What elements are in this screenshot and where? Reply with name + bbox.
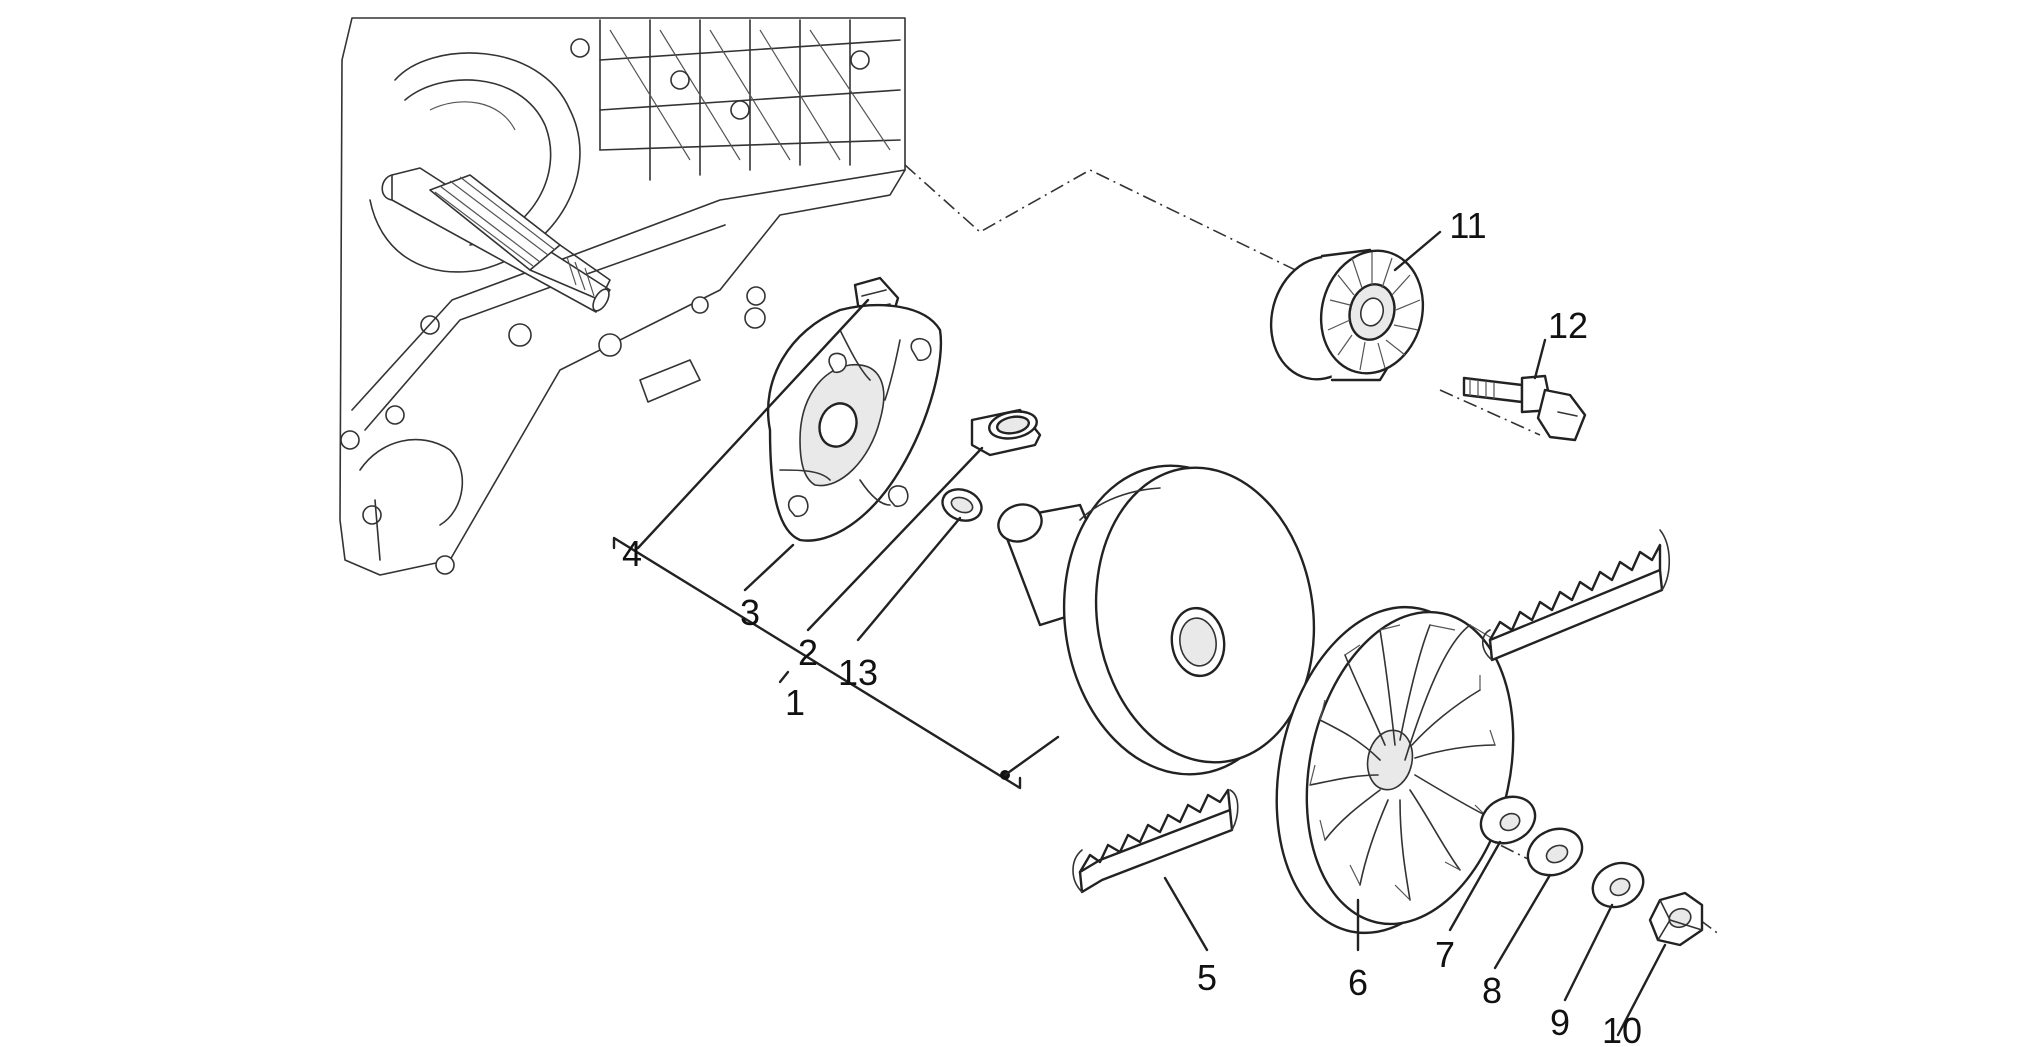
leader-5 (1163, 876, 1209, 952)
leader-8 (1493, 873, 1552, 970)
bracket-part-1 (612, 536, 1060, 790)
callout-5: 5 (1197, 957, 1217, 998)
callout-2: 2 (798, 632, 818, 673)
part-9-washer (1591, 861, 1645, 909)
part-3-ramp-plate (766, 304, 943, 542)
leader-12 (1533, 338, 1547, 380)
part-11-idler-roller (1269, 248, 1425, 382)
part-10-nut (1648, 891, 1704, 947)
belt-segment-upper (1481, 529, 1671, 662)
leader-9 (1563, 903, 1614, 1002)
callout-12: 12 (1548, 305, 1588, 346)
part-5-drive-belt (1072, 788, 1239, 894)
leader-1 (778, 670, 790, 684)
leader-lines (636, 230, 1667, 1037)
leader-11 (1393, 230, 1442, 272)
callout-8: 8 (1482, 970, 1502, 1011)
leader-10 (1616, 943, 1667, 1037)
part-6-fan-pulley (1275, 605, 1515, 935)
callout-10: 10 (1602, 1010, 1642, 1047)
part-13-roller (941, 488, 983, 522)
part-2-bushing (970, 408, 1042, 457)
part-7-spacer (1479, 795, 1537, 845)
leader-2 (806, 446, 984, 632)
callout-1: 1 (785, 682, 805, 723)
leader-7 (1448, 840, 1502, 932)
callout-4: 4 (622, 533, 642, 574)
leader-13 (856, 516, 962, 642)
leader-4 (636, 298, 870, 550)
callout-6: 6 (1348, 962, 1368, 1003)
callout-7: 7 (1435, 934, 1455, 975)
leader-3 (743, 543, 795, 592)
callout-11: 11 (1449, 205, 1486, 246)
crankcase-housing (339, 17, 906, 576)
part-12-bolt (1462, 374, 1587, 442)
part-1-pulley-assembly (997, 464, 1316, 776)
part-8-washer (1526, 827, 1584, 877)
callout-9: 9 (1550, 1002, 1570, 1043)
callout-13: 13 (838, 652, 878, 693)
callout-labels: 4 3 2 13 1 5 6 7 8 9 10 11 12 (622, 205, 1642, 1047)
callout-3: 3 (740, 592, 760, 633)
